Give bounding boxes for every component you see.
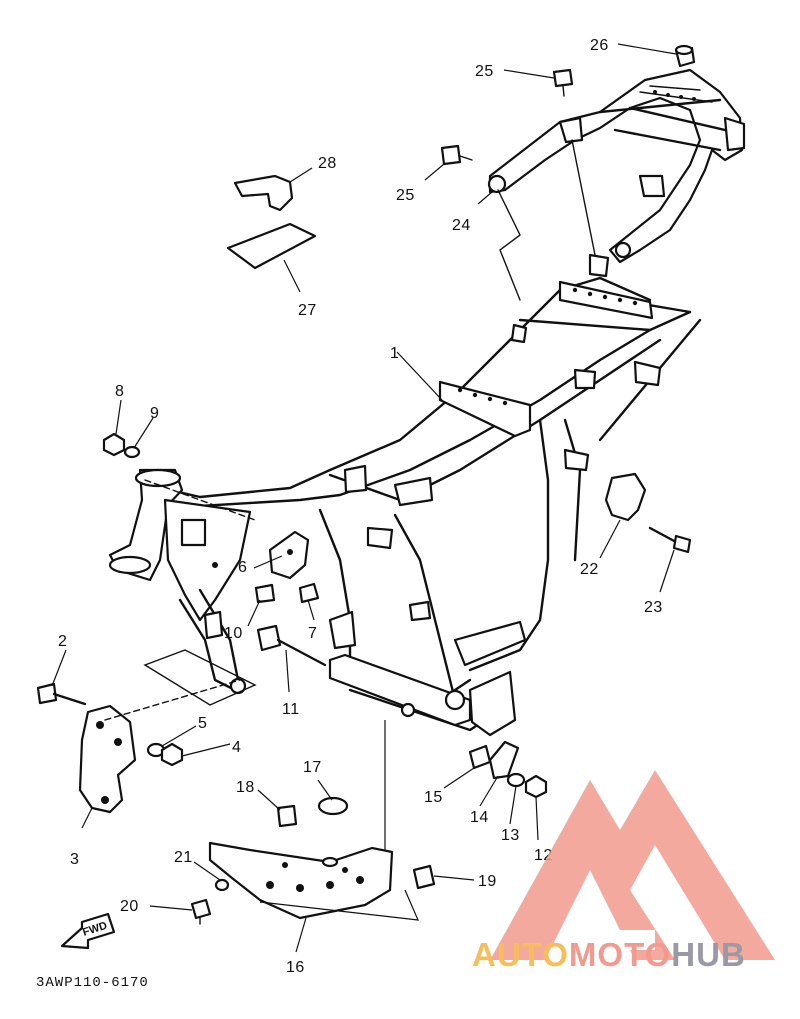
callout-15: 15 <box>424 789 443 806</box>
callout-25-upper: 25 <box>475 63 494 80</box>
callout-21: 21 <box>174 849 193 866</box>
drawing-code: 3AWP110-6170 <box>36 975 149 991</box>
watermark-part-auto: AUTO <box>472 936 569 973</box>
main-frame <box>108 253 702 737</box>
callout-1: 1 <box>390 345 399 362</box>
callout-14: 14 <box>470 809 489 826</box>
automotohub-logo-icon <box>490 770 775 960</box>
callout-2: 2 <box>58 633 67 650</box>
hardware <box>36 44 696 925</box>
callout-13: 13 <box>501 827 520 844</box>
callout-27: 27 <box>298 302 317 319</box>
callout-10: 10 <box>224 625 243 642</box>
callout-7: 7 <box>308 625 317 642</box>
callout-4: 4 <box>232 739 241 756</box>
automotohub-watermark: AUTOMOTOHUB <box>472 936 746 974</box>
callout-6: 6 <box>238 559 247 576</box>
callout-25-lower: 25 <box>396 187 415 204</box>
callout-22: 22 <box>580 561 599 578</box>
leader-lines <box>51 43 677 953</box>
fwd-arrow: FWD <box>60 912 116 950</box>
callout-16: 16 <box>286 959 305 976</box>
callout-24: 24 <box>452 217 471 234</box>
callout-17: 17 <box>303 759 322 776</box>
callout-5: 5 <box>198 715 207 732</box>
callout-9: 9 <box>150 405 159 422</box>
callout-18: 18 <box>236 779 255 796</box>
callout-20: 20 <box>120 898 139 915</box>
callout-19: 19 <box>478 873 497 890</box>
callout-28: 28 <box>318 155 337 172</box>
callout-23: 23 <box>644 599 663 616</box>
rear-subframe <box>487 68 746 264</box>
watermark-part-moto: MOTO <box>568 936 672 973</box>
callout-8: 8 <box>115 383 124 400</box>
callout-26: 26 <box>590 37 609 54</box>
callout-labels: 26 25 28 25 24 27 1 8 9 6 22 23 10 7 2 1… <box>58 37 663 976</box>
callout-11: 11 <box>282 701 300 718</box>
watermark-part-hub: HUB <box>671 936 746 973</box>
callout-3: 3 <box>70 851 79 868</box>
